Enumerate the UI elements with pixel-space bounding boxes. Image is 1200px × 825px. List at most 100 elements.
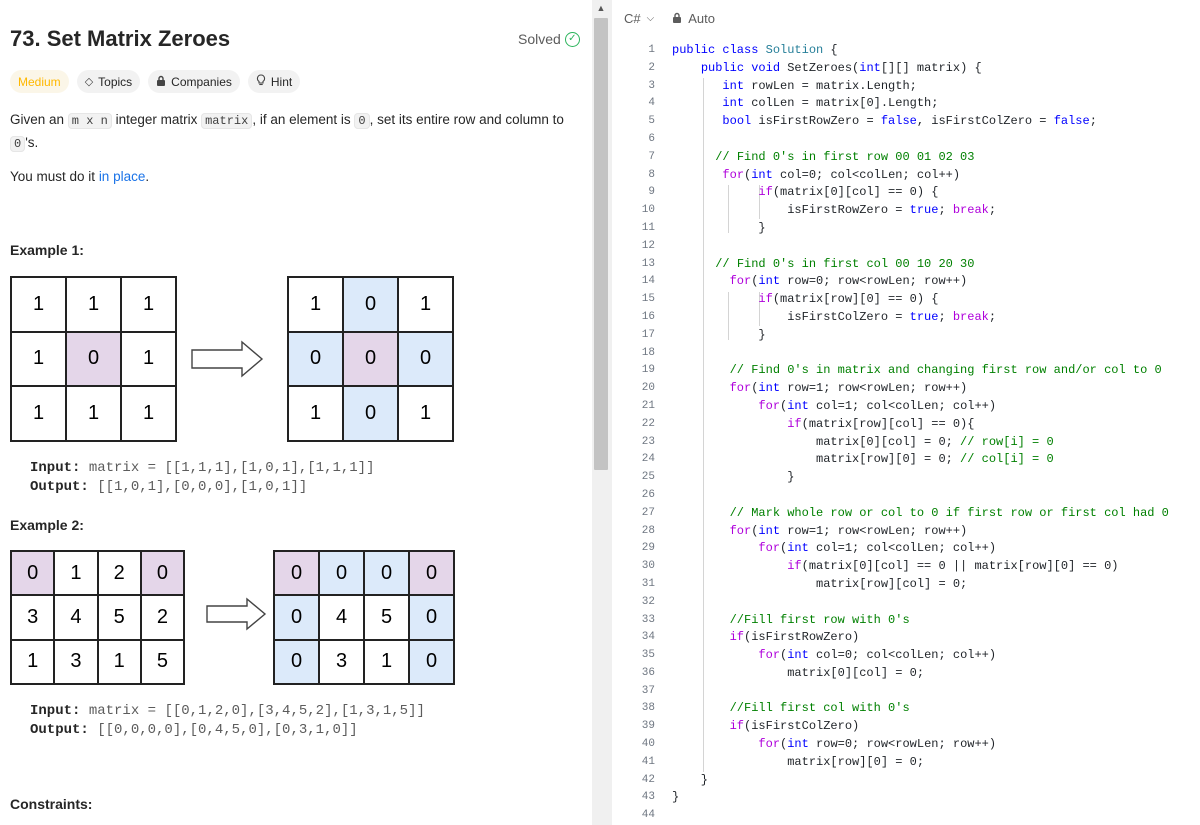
matrix-cell: 0: [364, 551, 409, 596]
solved-label: Solved: [518, 31, 561, 47]
code-line: 42 }: [641, 772, 709, 787]
problem-tags: Medium ◇ Topics Companies Hint: [10, 70, 301, 93]
chevron-down-icon: ⌵: [646, 12, 655, 24]
matrix-cell: 1: [288, 277, 343, 332]
code-line: 18: [641, 346, 655, 359]
lightbulb-icon: [256, 74, 266, 89]
matrix-cell: 0: [409, 551, 454, 596]
matrix-cell: 5: [140, 639, 184, 684]
problem-panel: 73. Set Matrix Zeroes Solved ✓ Medium ◇ …: [0, 0, 592, 825]
code-line: 25 }: [641, 470, 795, 485]
in-place-note: You must do it in place.: [10, 169, 150, 184]
matrix-cell: 0: [274, 551, 319, 596]
code-line: 11 }: [641, 220, 766, 235]
example-2-heading: Example 2:: [10, 517, 84, 533]
arrow-right-icon: [206, 597, 267, 631]
code-line: 9 if(matrix[0][col] == 0) {: [648, 185, 939, 200]
indent-guide: [728, 185, 729, 233]
code-line: 16 isFirstColZero = true; break;: [641, 309, 997, 324]
matrix-cell: 0: [343, 386, 398, 441]
code-line: 40 for(int row=0; row<rowLen; row++): [641, 737, 997, 752]
code-line: 28 for(int row=1; row<rowLen; row++): [641, 523, 968, 538]
matrix-cell: 1: [54, 551, 98, 596]
panel-scrollbar-thumb[interactable]: [594, 18, 608, 470]
code-line: 5 bool isFirstRowZero = false, isFirstCo…: [648, 114, 1097, 129]
in-place-link[interactable]: in place: [98, 169, 146, 184]
auto-mode-label: Auto: [688, 10, 715, 26]
arrow-right-icon: [191, 340, 264, 378]
code-line: 8 for(int col=0; col<colLen; col++): [648, 167, 961, 182]
code-line: 24 matrix[row][0] = 0; // col[i] = 0: [641, 452, 1054, 467]
matrix-cell: 3: [11, 595, 55, 640]
code-line: 10 isFirstRowZero = true; break;: [641, 203, 997, 218]
indent-guide: [728, 292, 729, 340]
matrix-cell: 1: [121, 277, 176, 332]
code-line: 33 //Fill first row with 0's: [641, 612, 910, 627]
code-line: 13 // Find 0's in first col 00 10 20 30: [641, 256, 975, 271]
hint-label: Hint: [270, 74, 293, 89]
companies-button[interactable]: Companies: [148, 70, 240, 93]
solved-status: Solved ✓: [518, 31, 580, 47]
code-line: 4 int colLen = matrix[0].Length;: [648, 96, 939, 111]
code-line: 17 }: [641, 327, 766, 342]
matrix-cell: 1: [121, 386, 176, 441]
code-line: 32: [641, 595, 655, 608]
matrix-cell: 0: [343, 277, 398, 332]
code-line: 38 //Fill first col with 0's: [641, 701, 910, 716]
indent-guide: [759, 292, 760, 326]
matrix-cell: 1: [398, 277, 453, 332]
matrix-cell: 0: [343, 331, 398, 387]
matrix-cell: 3: [54, 639, 98, 684]
code-line: 34 if(isFirstRowZero): [641, 630, 860, 645]
code-line: 35 for(int col=0; col<colLen; col++): [641, 648, 997, 663]
topics-label: Topics: [98, 74, 133, 89]
code-line: 39 if(isFirstColZero): [641, 719, 860, 734]
matrix-cell: 1: [11, 639, 55, 684]
matrix-cell: 1: [66, 277, 121, 332]
matrix-cell: 1: [66, 386, 121, 441]
matrix-cell: 1: [364, 639, 409, 684]
matrix-cell: 2: [140, 595, 184, 640]
code-line: 20 for(int row=1; row<rowLen; row++): [641, 381, 968, 396]
scroll-up-arrow-icon[interactable]: ▲: [596, 3, 606, 13]
topics-button[interactable]: ◇ Topics: [76, 70, 141, 93]
matrix-cell: 1: [288, 386, 343, 441]
matrix-cell: 2: [97, 551, 141, 596]
problem-description: Given an m x n integer matrix matrix, if…: [10, 112, 564, 152]
matrix-cell: 4: [319, 595, 364, 640]
matrix-cell: 1: [11, 386, 66, 441]
matrix-cell: 0: [409, 595, 454, 640]
lock-icon: [156, 75, 166, 89]
matrix-cell: 0: [274, 639, 319, 684]
code-line: 23 matrix[0][col] = 0; // row[i] = 0: [641, 434, 1054, 449]
problem-title: 73. Set Matrix Zeroes: [10, 26, 231, 51]
check-circle-icon: ✓: [564, 31, 580, 47]
example-2-io: Input: matrix = [[0,1,2,0],[3,4,5,2],[1,…: [30, 703, 425, 738]
code-line: 30 if(matrix[0][col] == 0 || matrix[row]…: [641, 559, 1119, 574]
difficulty-badge[interactable]: Medium: [10, 70, 69, 93]
hint-button[interactable]: Hint: [247, 70, 301, 93]
code-line: 27 // Mark whole row or col to 0 if firs…: [641, 505, 1169, 520]
code-line: 29 for(int col=1; col<colLen; col++): [641, 541, 997, 556]
code-line: 22 if(matrix[row][col] == 0){: [641, 416, 975, 431]
example-1-heading: Example 1:: [10, 242, 84, 258]
code-line: 6: [648, 132, 655, 145]
matrix-cell: 3: [319, 639, 364, 684]
code-line: 21 for(int col=1; col<colLen; col++): [641, 398, 997, 413]
code-line: 26: [641, 488, 655, 501]
matrix-cell: 0: [398, 331, 453, 387]
matrix-cell: 5: [97, 595, 141, 640]
auto-mode-toggle[interactable]: Auto: [672, 11, 715, 26]
constraints-heading: Constraints:: [10, 796, 93, 812]
code-line: 41 matrix[row][0] = 0;: [641, 754, 925, 769]
matrix-cell: 1: [11, 277, 66, 332]
matrix-cell: 1: [398, 386, 453, 441]
language-selector[interactable]: C# ⌵: [624, 11, 654, 26]
code-line: 19 // Find 0's in matrix and changing fi…: [641, 363, 1162, 378]
language-label: C#: [624, 10, 641, 26]
